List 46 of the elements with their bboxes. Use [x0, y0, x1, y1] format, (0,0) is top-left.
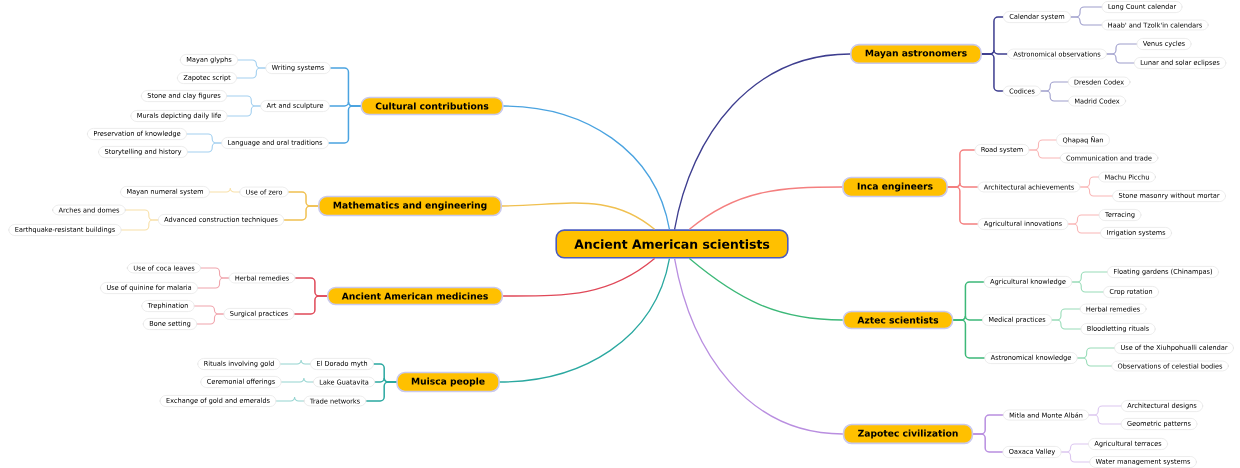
- connector: [673, 53, 851, 230]
- connector: [197, 277, 230, 289]
- connector: [227, 105, 261, 117]
- connector: [1071, 281, 1104, 293]
- connector: [236, 67, 266, 79]
- connector: [499, 257, 671, 383]
- connector: [947, 186, 979, 225]
- connector: [673, 257, 844, 435]
- connector: [196, 313, 224, 325]
- connector: [1088, 414, 1122, 425]
- connector: [121, 219, 159, 231]
- connector: [275, 396, 305, 402]
- connector: [293, 295, 328, 315]
- topic-box: Zapotec civilization: [842, 423, 974, 445]
- connector: [281, 377, 314, 383]
- connector: [502, 257, 656, 297]
- connector: [187, 142, 222, 153]
- connector: [688, 257, 844, 321]
- connector: [981, 53, 1004, 92]
- connector: [1106, 53, 1135, 64]
- connector: [1080, 186, 1113, 197]
- topic-box: Cultural contributions: [360, 96, 504, 116]
- topic-box: Mathematics and engineering: [318, 195, 502, 217]
- topic-box: Ancient American medicines: [326, 286, 504, 306]
- topic-box: Inca engineers: [842, 176, 948, 198]
- topic-box: Mayan astronomers: [850, 43, 982, 65]
- connector: [1028, 149, 1061, 159]
- topic-box: Aztec scientists: [842, 310, 954, 330]
- connector: [972, 433, 1004, 453]
- connector: [1061, 451, 1090, 463]
- connector: [328, 105, 362, 144]
- connector: [952, 319, 986, 359]
- connector: [1077, 357, 1112, 367]
- root-topic-box: Ancient American scientists: [555, 229, 789, 259]
- connector: [688, 186, 843, 230]
- connector: [1040, 90, 1069, 102]
- connector: [501, 202, 656, 230]
- connector: [283, 205, 319, 221]
- connector: [502, 105, 671, 230]
- connector: [1067, 223, 1101, 234]
- connector: [1051, 319, 1082, 330]
- connector: [209, 187, 240, 193]
- topic-box: Muisca people: [396, 371, 500, 393]
- connector: [280, 359, 311, 365]
- connector: [1070, 16, 1102, 26]
- connector: [365, 381, 397, 402]
